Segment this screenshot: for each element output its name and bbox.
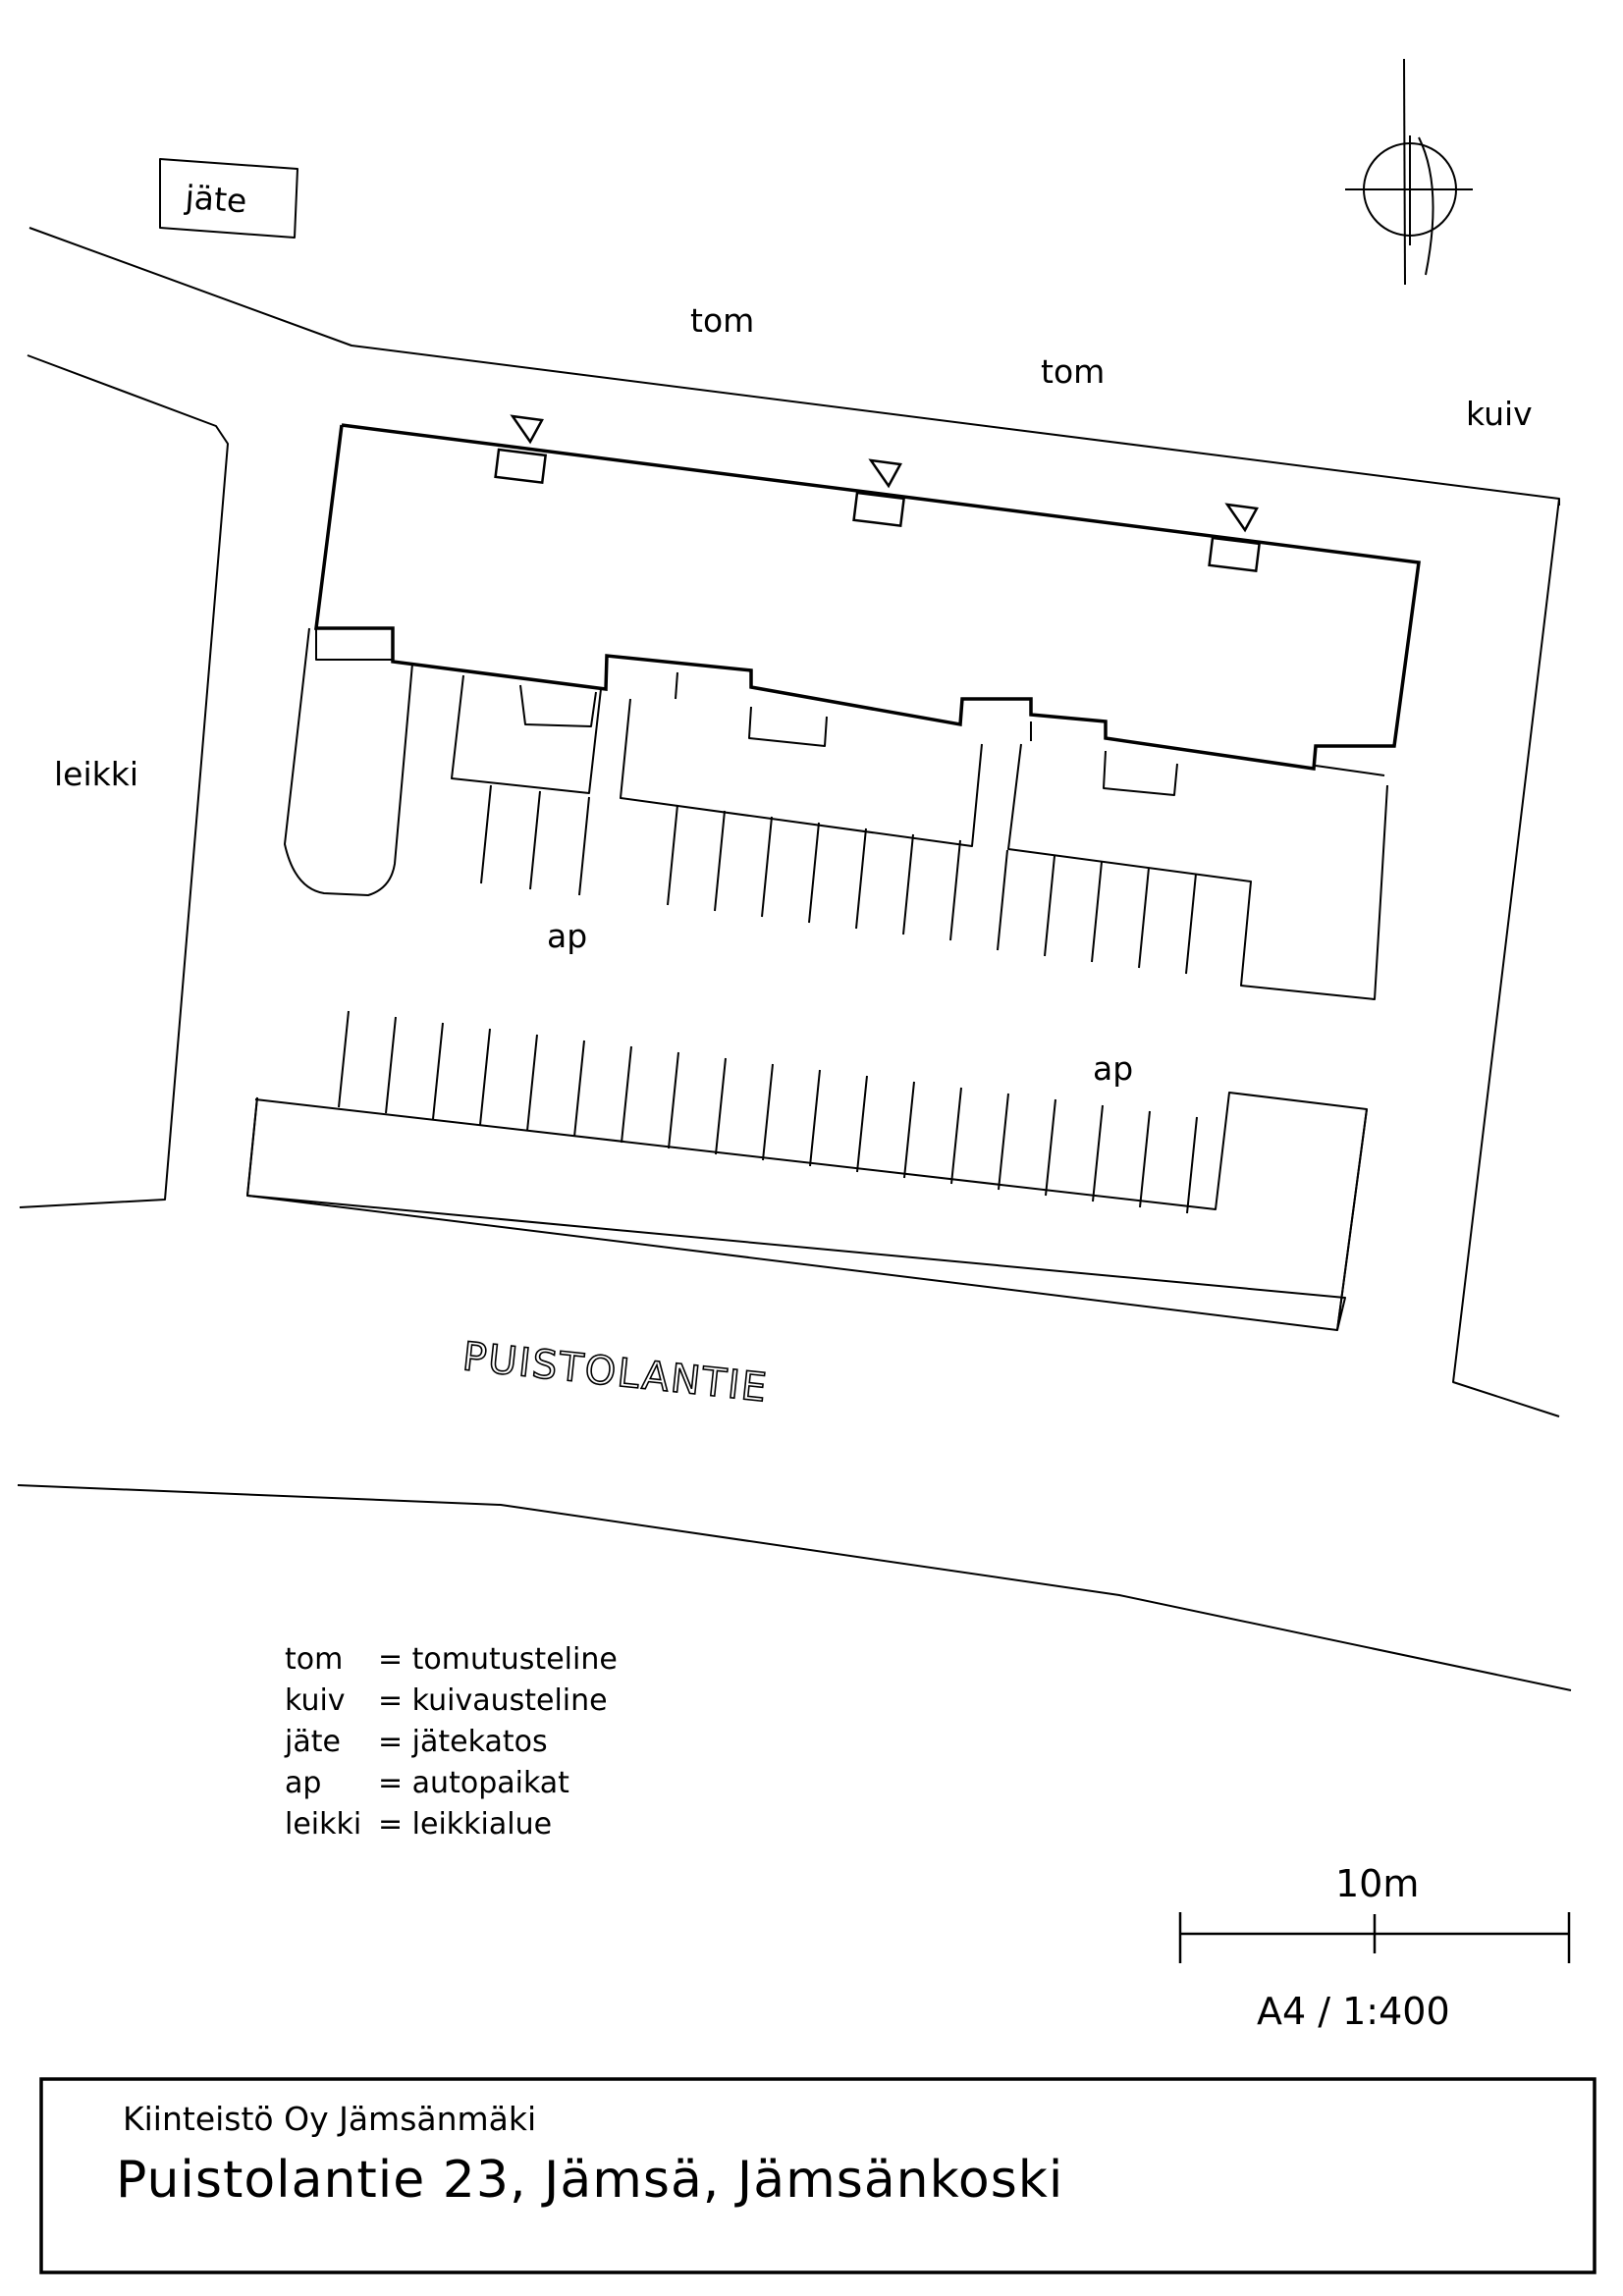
road-name-label: PUISTOLANTIE (460, 1334, 771, 1411)
terraces (315, 628, 1385, 796)
company-name: Kiinteistö Oy Jämsänmäki (123, 2100, 536, 2138)
entrance-step-2 (852, 491, 906, 528)
label-leikki: leikki (54, 755, 138, 793)
legend-desc: = jätekatos (378, 1725, 548, 1759)
waste-shelter-label: jäte (183, 178, 247, 220)
label-kuiv: kuiv (1466, 395, 1533, 433)
north-arrow-icon (1345, 58, 1473, 286)
site-outlines (17, 227, 1572, 1691)
entrance-arrow-icon (1224, 503, 1259, 533)
parking-area-south (246, 1010, 1368, 1331)
legend-abbr: kuiv (285, 1683, 346, 1718)
title-block: Kiinteistö Oy Jämsänmäki Puistolantie 23… (39, 2077, 1596, 2274)
scale-bar: 10m A4 / 1:400 (1178, 1862, 1571, 2033)
label-ap-2: ap (1093, 1049, 1133, 1088)
parking-area-north (284, 627, 1388, 1000)
legend-abbr: tom (285, 1642, 343, 1677)
legend: tom = tomutusteline kuiv = kuivausteline… (284, 1642, 618, 1842)
entrance-step-1 (494, 448, 548, 485)
entrance-arrow-icon (868, 458, 902, 489)
waste-shelter: jäte (159, 158, 298, 239)
legend-abbr: jäte (284, 1725, 341, 1759)
legend-abbr: leikki (285, 1807, 361, 1842)
label-tom-2: tom (1041, 352, 1105, 391)
legend-desc: = autopaikat (378, 1766, 569, 1800)
legend-abbr: ap (285, 1766, 321, 1800)
apartment-building (314, 414, 1421, 772)
legend-desc: = leikkialue (378, 1807, 552, 1842)
legend-desc: = kuivausteline (378, 1683, 608, 1718)
legend-desc: = tomutusteline (378, 1642, 618, 1677)
label-ap-1: ap (547, 917, 587, 955)
entrance-arrow-icon (510, 414, 544, 445)
scale-distance-label: 10m (1335, 1862, 1419, 1905)
entrance-step-3 (1208, 536, 1262, 573)
scale-ratio-label: A4 / 1:400 (1257, 1990, 1450, 2033)
label-tom-1: tom (690, 301, 754, 340)
property-address: Puistolantie 23, Jämsä, Jämsänkoski (116, 2151, 1063, 2210)
